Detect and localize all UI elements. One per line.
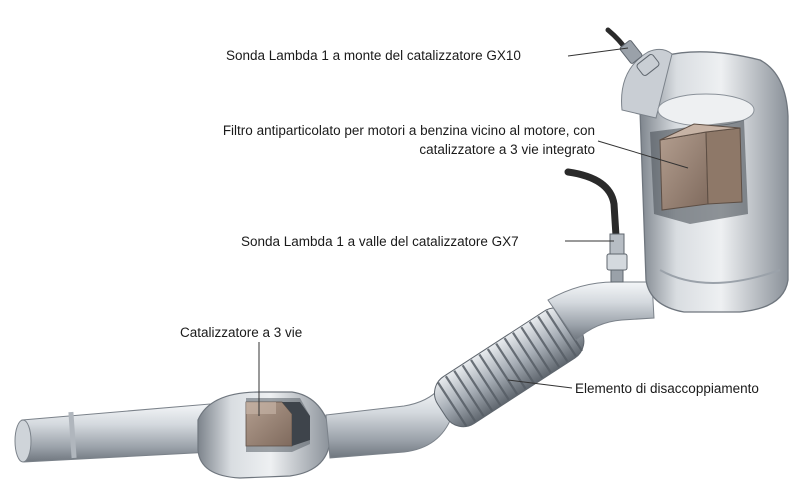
three-way-catalyst bbox=[197, 391, 331, 479]
lambda-sensor-downstream bbox=[564, 168, 628, 283]
label-sensor-upstream: Sonda Lambda 1 a monte del catalizzatore… bbox=[226, 48, 521, 63]
label-three-way-cat: Catalizzatore a 3 vie bbox=[180, 325, 303, 340]
label-decoupling: Elemento di disaccoppiamento bbox=[575, 381, 759, 396]
outlet-elbow-pipe bbox=[547, 281, 655, 341]
lambda-sensor-upstream bbox=[605, 27, 660, 76]
middle-pipe bbox=[325, 387, 453, 459]
particulate-filter bbox=[621, 48, 789, 313]
label-filter-line1: Filtro antiparticolato per motori a benz… bbox=[222, 123, 595, 138]
label-filter-line2: catalizzatore a 3 vie integrato bbox=[419, 142, 595, 157]
inlet-pipe bbox=[14, 403, 213, 463]
leader-decoupling bbox=[507, 379, 573, 389]
leader-sensor-upstream bbox=[567, 47, 629, 57]
label-sensor-downstream: Sonda Lambda 1 a valle del catalizzatore… bbox=[241, 234, 519, 249]
leader-filter bbox=[597, 140, 689, 169]
